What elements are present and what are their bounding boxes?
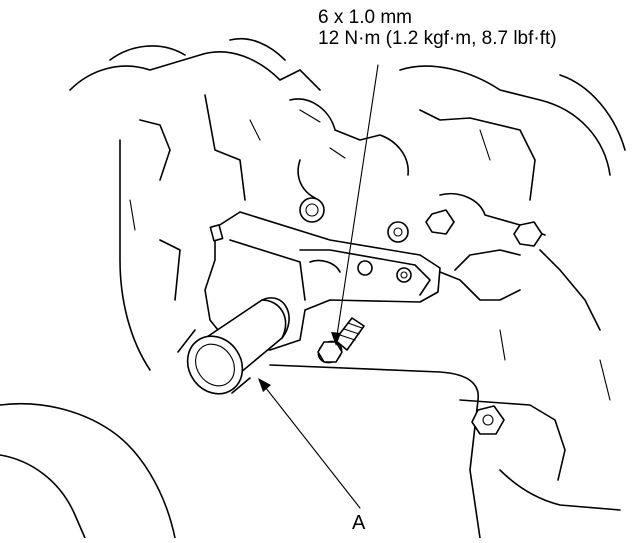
torque-spec-label: 12 N·m (1.2 kgf·m, 8.7 lbf·ft) xyxy=(318,28,557,49)
spec-leader-line xyxy=(335,64,379,343)
callout-label-a: A xyxy=(352,512,366,534)
bolt-size-label: 6 x 1.0 mm xyxy=(318,7,412,28)
block-bosses xyxy=(299,197,543,435)
engine-block xyxy=(0,37,626,539)
callout-a-leader-arrow xyxy=(258,378,271,392)
component-a-cylinder xyxy=(177,297,290,395)
flange-bolt xyxy=(317,317,365,364)
spec-leader-arrow xyxy=(331,332,341,346)
callout-a-leader-line xyxy=(261,382,361,509)
